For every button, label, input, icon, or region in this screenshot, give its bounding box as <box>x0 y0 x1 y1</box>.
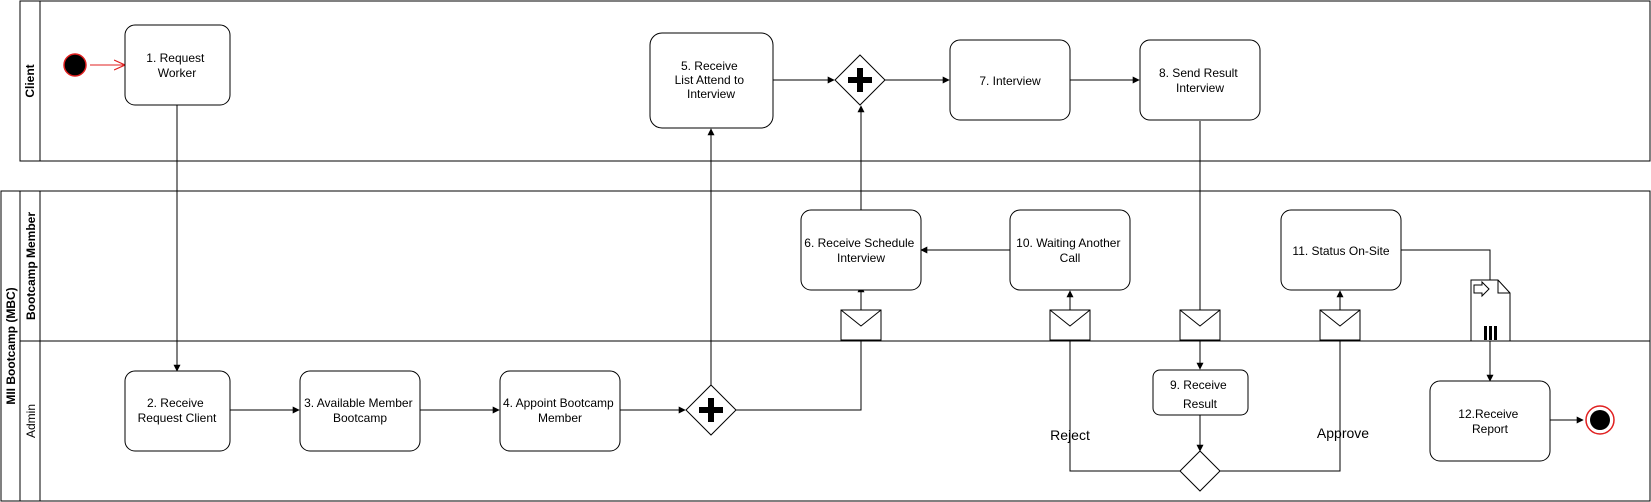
task-available-member: 3. Available Member Bootcamp <box>299 370 421 452</box>
svg-text:5. Receive List Attend t: 5. Receive List Attend to Interview <box>675 59 748 101</box>
client-pool: Client <box>19 0 1651 162</box>
task-waiting-call: 10. Waiting Another Call <box>1009 209 1131 291</box>
task-status-onsite-line1: 11. Status On-Site <box>1292 244 1389 258</box>
task-receive-schedule: 6. Receive Schedule Interview <box>800 209 922 291</box>
task-receive-list-attend: 5. Receive List Attend to Interview <box>649 32 774 129</box>
task-send-result-line2: Interview <box>1176 81 1224 95</box>
plus-icon <box>848 68 872 92</box>
task-send-result-line1: 8. Send Result <box>1159 66 1238 80</box>
svg-text:7. Interview: 7. Interview <box>979 74 1041 88</box>
envelope-icon-approve <box>1319 309 1361 341</box>
task-appoint-member: 4. Appoint Bootcamp Member <box>499 370 621 452</box>
task-waiting-call-line2: Call <box>1060 251 1081 265</box>
task-status-onsite: 11. Status On-Site <box>1280 209 1402 291</box>
edge-decision-reject-to-waiting-call <box>1066 290 1180 472</box>
envelope-icon-result <box>1179 309 1221 341</box>
task-receive-request-line2: Request Client <box>138 411 217 425</box>
end-event <box>1585 405 1615 435</box>
envelope-icon-schedule <box>840 309 882 341</box>
reject-label: Reject <box>1050 427 1090 443</box>
task-request-worker-line1: 1. Request <box>146 51 205 65</box>
mbc-pool-label: MII Bootcamp (MBC) <box>4 287 18 404</box>
exclusive-gateway-decision <box>1179 450 1221 492</box>
task-available-member-line2: Bootcamp <box>333 411 387 425</box>
task-receive-result-line2: Result <box>1183 397 1218 411</box>
task-receive-request-line1: 2. Receive <box>147 396 204 410</box>
svg-text:12.Receive Report: 12.Receive Report <box>1458 407 1521 436</box>
task-receive-list-line1: 5. Receive <box>681 59 738 73</box>
svg-text:6. Receive Schedule Inte: 6. Receive Schedule Interview <box>804 236 917 265</box>
task-request-worker-line2: Worker <box>158 66 196 80</box>
task-waiting-call-line1: 10. Waiting Another <box>1016 236 1120 250</box>
task-receive-list-line2: List Attend to <box>675 73 745 87</box>
svg-text:8. Send Result Interview: 8. Send Result Interview <box>1159 66 1241 95</box>
task-receive-schedule-line2: Interview <box>837 251 885 265</box>
edge-decision-approve-to-status-onsite <box>1220 290 1344 472</box>
task-interview: 7. Interview <box>949 39 1071 121</box>
parallel-gateway-client <box>834 54 886 106</box>
task-receive-result-line1: 9. Receive <box>1170 378 1227 392</box>
task-interview-line1: 7. Interview <box>979 74 1041 88</box>
admin-lane-label: Admin <box>24 404 38 438</box>
svg-text:4. Appoint Bootcamp Memb: 4. Appoint Bootcamp Member <box>503 396 617 425</box>
task-receive-report-line1: 12.Receive <box>1458 407 1518 421</box>
message-envelopes <box>840 309 1361 341</box>
svg-text:1. Request Worker: 1. Request Worker <box>146 51 207 80</box>
task-receive-request-client: 2. Receive Request Client <box>124 370 231 452</box>
task-available-member-line1: 3. Available Member <box>304 396 413 410</box>
svg-text:9. Receive Result: 9. Receive Result <box>1170 378 1230 411</box>
client-pool-label: Client <box>23 64 37 97</box>
task-receive-list-line3: Interview <box>687 87 735 101</box>
svg-text:2. Receive Request Clien: 2. Receive Request Client <box>138 396 217 425</box>
task-receive-report: 12.Receive Report <box>1429 380 1551 462</box>
svg-text:11. Status On-Site: 11. Status On-Site <box>1292 244 1389 258</box>
approve-label: Approve <box>1317 425 1369 441</box>
start-event <box>63 53 87 77</box>
task-send-result: 8. Send Result Interview <box>1139 39 1261 121</box>
parallel-gateway-admin <box>685 384 737 436</box>
task-appoint-member-line1: 4. Appoint Bootcamp <box>503 396 614 410</box>
task-receive-report-line2: Report <box>1472 422 1509 436</box>
svg-text:3. Available Member Boot: 3. Available Member Bootcamp <box>304 396 416 425</box>
bootcamp-member-lane-label: Bootcamp Member <box>24 212 38 320</box>
envelope-icon-reject <box>1049 309 1091 341</box>
task-receive-result: 9. Receive Result <box>1152 369 1249 416</box>
task-receive-schedule-line1: 6. Receive Schedule <box>804 236 914 250</box>
task-request-worker: 1. Request Worker <box>124 24 231 106</box>
task-appoint-member-line2: Member <box>538 411 582 425</box>
plus-icon <box>699 398 723 422</box>
data-object-report-icon <box>1470 279 1511 342</box>
svg-text:10. Waiting Another Call: 10. Waiting Another Call <box>1016 236 1124 265</box>
